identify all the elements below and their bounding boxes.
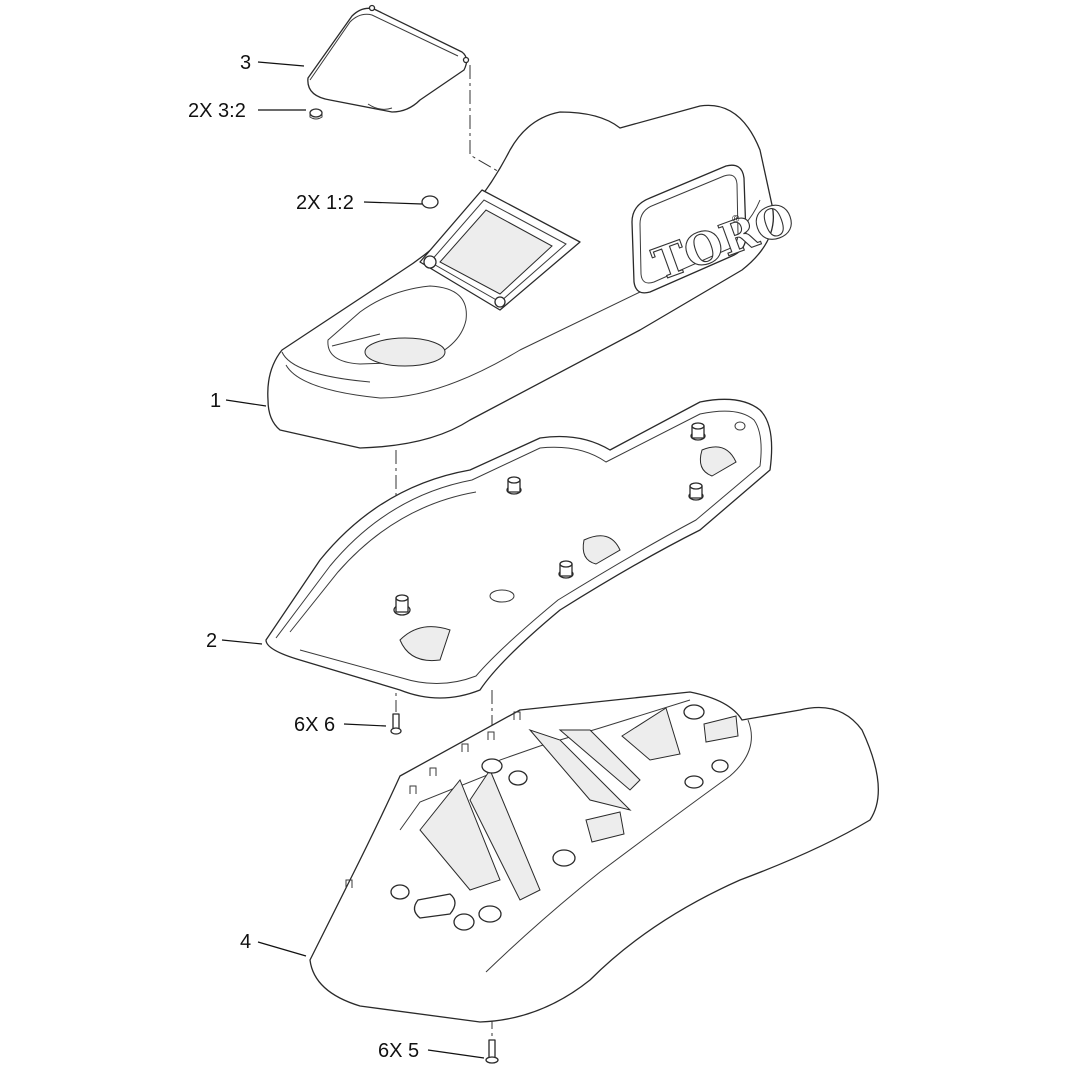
callout-part-1-2: 2X 1:2	[296, 192, 354, 214]
part-4-base	[309, 691, 879, 1023]
plug-1-2	[421, 195, 439, 209]
registered-mark: ®	[732, 214, 740, 225]
callout-part-2: 2	[206, 630, 217, 652]
callout-part-6: 6X 6	[294, 714, 335, 736]
callout-part-5: 6X 5	[378, 1040, 419, 1062]
part-2-inner-frame	[265, 398, 773, 699]
callout-part-4: 4	[240, 931, 251, 953]
callout-part-3-2: 2X 3:2	[188, 100, 246, 122]
clip-3-2	[309, 108, 323, 120]
callout-part-3: 3	[240, 52, 251, 74]
screw-6	[390, 713, 402, 735]
leader-lines	[221, 61, 485, 1059]
callout-part-1: 1	[210, 390, 221, 412]
screw-5	[485, 1039, 499, 1064]
part-3-lid	[307, 4, 470, 113]
part-1-top-housing: TORO ®	[267, 104, 802, 449]
